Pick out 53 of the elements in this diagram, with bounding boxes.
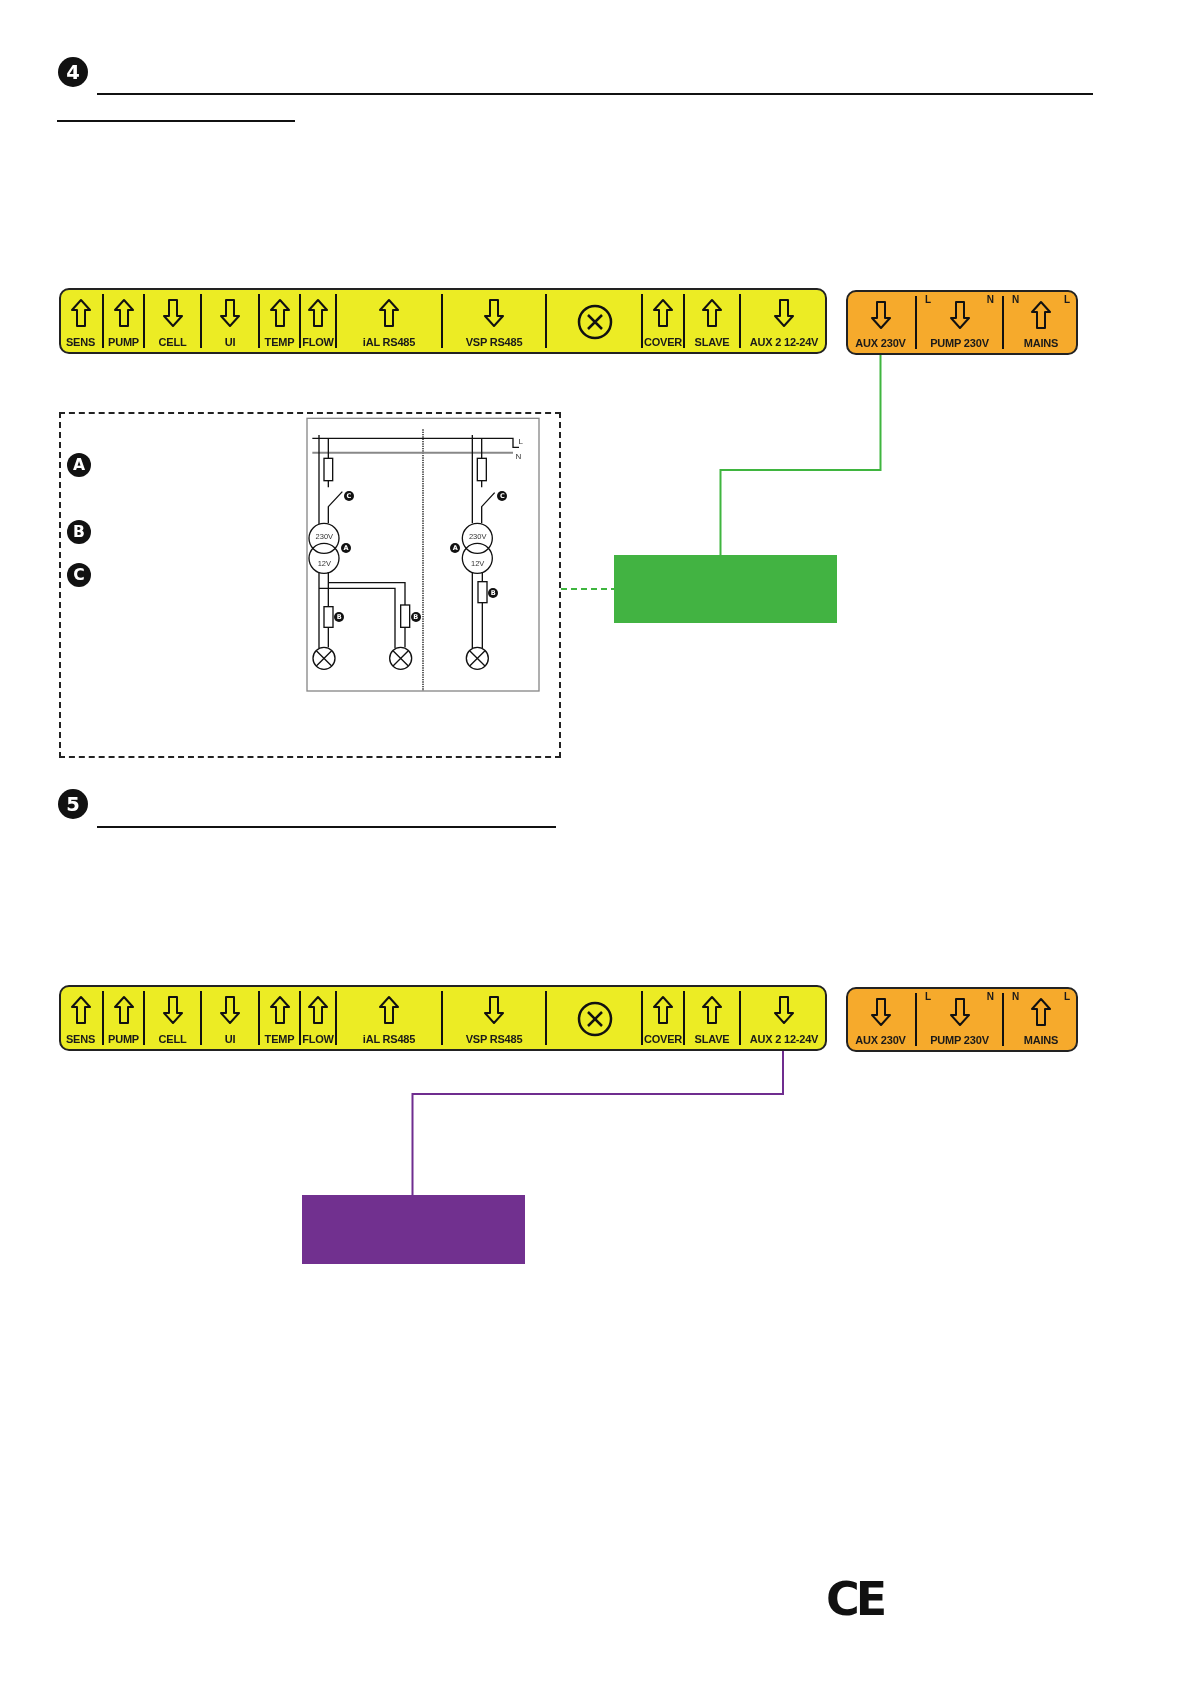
terminal-letter: N (986, 294, 994, 305)
terminal-letter: N (1012, 294, 1020, 305)
terminal-letter: L (1063, 294, 1070, 305)
conformity-mark: CE (826, 1572, 884, 1626)
terminal-letter: N (986, 991, 994, 1002)
line-label: N (515, 451, 522, 461)
terminal-label: VSP RS485 (464, 336, 524, 348)
terminal-label: SENS (64, 1033, 97, 1045)
terminal-label: VSP RS485 (464, 1033, 524, 1045)
terminal-label: TEMP (263, 1033, 296, 1045)
terminal-strip (846, 987, 1078, 1052)
terminal-label: SENS (64, 336, 97, 348)
terminal-label: PUMP (107, 336, 140, 348)
terminal-label: TEMP (263, 336, 296, 348)
terminal-letter: L (925, 294, 932, 305)
section-number: 5 (58, 789, 88, 819)
connector-line (719, 354, 882, 556)
module-box (614, 555, 837, 623)
connector-line (411, 1050, 784, 1196)
terminal-label: CELL (157, 336, 188, 348)
terminal-letter: N (1012, 991, 1020, 1002)
terminal-label: PUMP 230V (929, 337, 990, 349)
terminal-letter: L (925, 991, 932, 1002)
terminal-strip (59, 985, 827, 1051)
connector-line (560, 588, 615, 590)
terminal-label: iAL RS485 (361, 1033, 417, 1045)
terminal-strip (846, 290, 1078, 355)
line-label: L (518, 436, 523, 446)
terminal-label: AUX 230V (854, 337, 907, 349)
terminal-label: AUX 2 12-24V (748, 1033, 820, 1045)
terminal-label: COVER (643, 336, 683, 348)
section-number: 4 (58, 57, 88, 87)
terminal-label: PUMP 230V (929, 1034, 990, 1046)
terminal-label: MAINS (1022, 337, 1060, 349)
terminal-label: UI (223, 1033, 237, 1045)
callout-letter: A (67, 453, 91, 477)
terminal-label: UI (223, 336, 237, 348)
terminal-label: FLOW (301, 1033, 335, 1045)
terminal-label: SLAVE (693, 1033, 731, 1045)
terminal-label: COVER (643, 1033, 683, 1045)
module-box (302, 1195, 525, 1264)
terminal-label: AUX 230V (854, 1034, 907, 1046)
terminal-strip (59, 288, 827, 354)
callout-letter: B (67, 520, 91, 544)
terminal-label: AUX 2 12-24V (748, 336, 820, 348)
terminal-label: SLAVE (693, 336, 731, 348)
terminal-label: MAINS (1022, 1034, 1060, 1046)
terminal-label: FLOW (301, 336, 335, 348)
terminal-letter: L (1063, 991, 1070, 1002)
terminal-label: iAL RS485 (361, 336, 417, 348)
callout-letter: C (67, 563, 91, 587)
terminal-label: PUMP (107, 1033, 140, 1045)
terminal-label: CELL (157, 1033, 188, 1045)
